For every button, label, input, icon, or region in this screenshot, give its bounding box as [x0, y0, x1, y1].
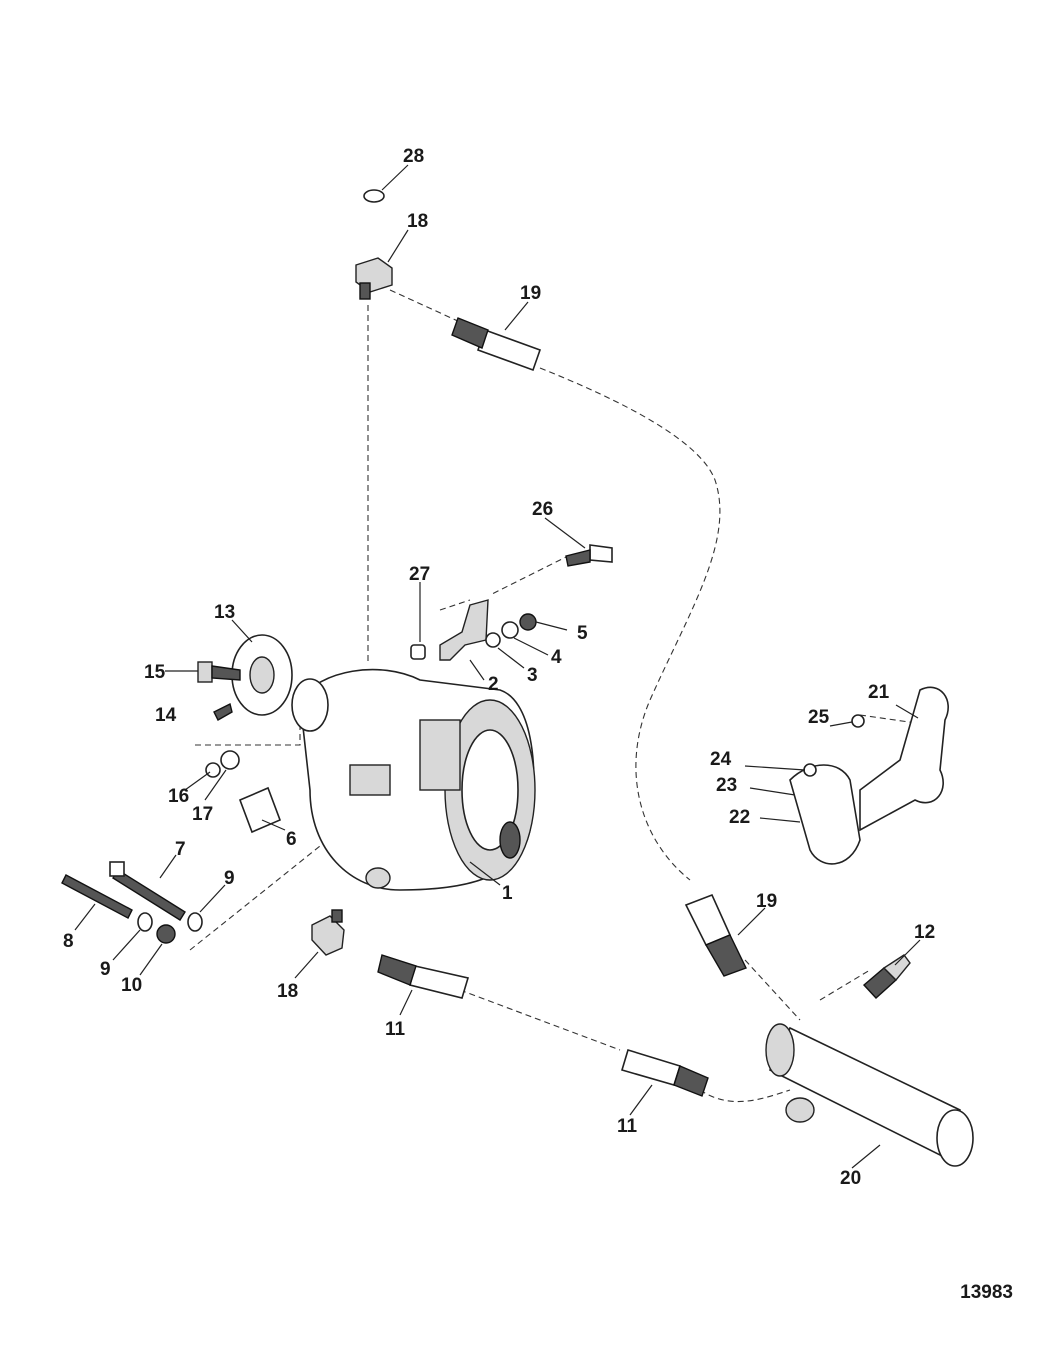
callout-16: 16 [168, 786, 189, 807]
part-11-sensor-left [377, 954, 470, 999]
callout-28: 28 [403, 146, 424, 167]
part-25-nut [851, 714, 865, 728]
part-9-washer-upper [187, 912, 203, 932]
callout-14: 14 [155, 705, 177, 726]
part-28-cap [363, 189, 385, 203]
callout-18-upper: 18 [407, 211, 428, 232]
callout-8: 8 [63, 931, 74, 952]
part-13-flange [231, 634, 293, 716]
part-10-nut [156, 924, 176, 944]
part-21-bracket [859, 686, 949, 832]
part-19-upper-sensor [451, 317, 542, 372]
part-11-sensor-right [621, 1048, 709, 1097]
callout-20: 20 [840, 1168, 861, 1189]
part-20-cooler [765, 1023, 974, 1167]
callout-15: 15 [144, 662, 166, 683]
callout-12: 12 [914, 922, 935, 943]
part-24-nut [803, 763, 817, 777]
part-12-switch [862, 954, 911, 999]
callout-7: 7 [175, 839, 186, 860]
figure-id: 13983 [960, 1282, 1013, 1303]
callout-4: 4 [551, 647, 562, 668]
part-4-washer [501, 621, 519, 639]
callout-6: 6 [286, 829, 297, 850]
callout-18-lower: 18 [277, 981, 298, 1002]
part-14-screw [213, 702, 233, 721]
part-27-nut [410, 644, 426, 660]
part-3-washer [485, 632, 501, 648]
callout-23: 23 [716, 775, 737, 796]
callout-26: 26 [532, 499, 553, 520]
part-17-nut [220, 750, 240, 770]
callout-27: 27 [409, 564, 430, 585]
callout-11-right: 11 [617, 1116, 638, 1137]
part-16-washer [205, 762, 221, 778]
part-2-lever [439, 599, 489, 661]
callout-19-lower: 19 [756, 891, 777, 912]
part-9-washer-lower [137, 912, 153, 932]
part-5-nut [519, 613, 537, 631]
part-6-sleeve [238, 786, 282, 834]
callout-19-upper: 19 [520, 283, 541, 304]
leader-lines [74, 164, 921, 1169]
callout-11-left: 11 [385, 1019, 406, 1040]
callout-9-lower: 9 [100, 959, 111, 980]
callout-17: 17 [192, 804, 213, 825]
part-19-lower-sensor [684, 893, 747, 977]
part-15-bolt [197, 661, 241, 683]
callout-21: 21 [868, 682, 890, 703]
callout-10: 10 [121, 975, 142, 996]
part-26-pin [565, 544, 613, 567]
callout-labels: 28 18 19 26 27 13 15 2 3 4 5 14 16 17 6 … [63, 146, 935, 1189]
part-18-lower-fitting [311, 909, 345, 956]
callout-25: 25 [808, 707, 830, 728]
part-8-stud [61, 874, 133, 919]
callout-2: 2 [488, 674, 499, 695]
callout-9-upper: 9 [224, 868, 235, 889]
callout-24: 24 [710, 749, 732, 770]
part-22-23-clamp [789, 764, 861, 865]
callout-13: 13 [214, 602, 235, 623]
callout-1: 1 [502, 883, 513, 904]
callout-22: 22 [729, 807, 750, 828]
part-7-bolt [109, 861, 186, 921]
routing-lines [189, 289, 931, 1103]
callout-3: 3 [527, 665, 538, 686]
callout-5: 5 [577, 623, 588, 644]
part-18-upper-fitting [355, 257, 393, 300]
part-1-transmission [291, 668, 536, 891]
